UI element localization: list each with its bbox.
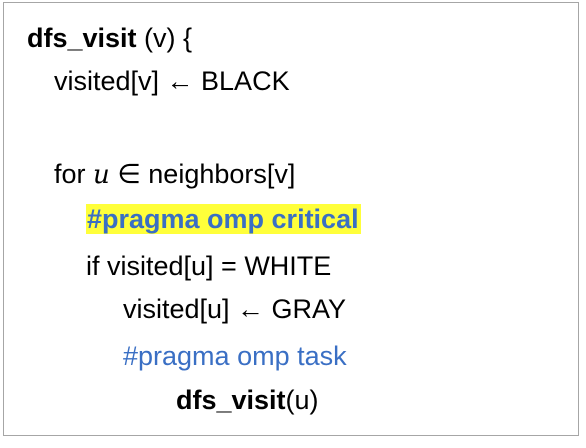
assign-gray-text: visited[u] ← GRAY <box>123 294 347 324</box>
statement-text: visited[v] ← BLACK <box>54 66 290 96</box>
code-line-mark-gray: visited[u] ← GRAY <box>123 291 346 327</box>
code-line-pragma-critical: #pragma omp critical <box>86 201 361 237</box>
code-line-if: if visited[u] = WHITE <box>86 248 331 284</box>
for-keyword: for <box>54 159 94 189</box>
pragma-task: #pragma omp task <box>123 341 347 371</box>
loop-variable: u <box>93 160 110 190</box>
function-params: (v) { <box>136 23 193 53</box>
if-statement-text: if visited[u] = WHITE <box>86 251 332 281</box>
code-line-pragma-task: #pragma omp task <box>123 338 347 374</box>
recursive-function-name: dfs_visit <box>176 385 286 415</box>
recursive-call-args: (u) <box>285 385 319 415</box>
loop-range: ∈ neighbors[v] <box>109 159 296 189</box>
code-line-recursive-call: dfs_visit(u) <box>176 382 319 418</box>
code-line-for-loop: for u ∈ neighbors[v] <box>54 156 295 193</box>
code-line-mark-black: visited[v] ← BLACK <box>54 63 290 99</box>
pragma-critical-highlighted: #pragma omp critical <box>86 204 361 234</box>
function-name: dfs_visit <box>27 23 137 53</box>
code-line-function-header: dfs_visit (v) { <box>27 20 192 56</box>
